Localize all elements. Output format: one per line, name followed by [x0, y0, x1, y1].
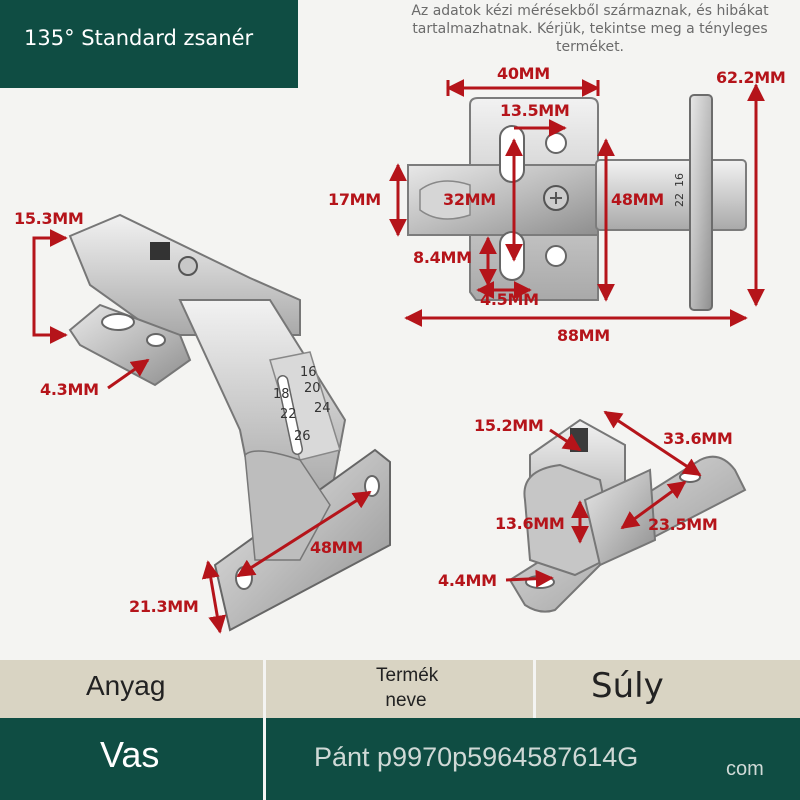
value-cell-product-name: Pánt p9970p5964587614G [266, 718, 800, 800]
value-product-name: Pánt p9970p5964587614G [314, 742, 639, 772]
dim-48mm-left: 48MM [310, 538, 363, 557]
value-weight: com [726, 758, 764, 780]
dim-23-5mm: 23.5MM [648, 515, 718, 534]
header-cell-product-name: Termék neve [266, 660, 533, 718]
dim-88mm: 88MM [557, 326, 610, 345]
dim-62-2mm: 62.2MM [716, 68, 786, 87]
dim-4-3mm: 4.3MM [40, 380, 99, 399]
table-divider-1 [263, 660, 266, 800]
header-cell-material: Anyag [0, 660, 263, 718]
dim-48mm-top: 48MM [611, 190, 664, 209]
header-weight: Súly [591, 666, 664, 706]
measurement-disclaimer: Az adatok kézi mérésekből származnak, és… [411, 3, 769, 55]
dim-15-2mm: 15.2MM [474, 416, 544, 435]
dim-32mm: 32MM [443, 190, 496, 209]
scale-side-a1: 16 [300, 365, 317, 380]
scale-top-1: 16 [673, 173, 686, 187]
scale-side-a3: 24 [314, 401, 331, 416]
dim-4-5mm: 4.5MM [480, 290, 539, 309]
dim-13-5mm: 13.5MM [500, 101, 570, 120]
scale-side-b1: 18 [273, 387, 290, 402]
scale-side-a2: 20 [304, 381, 321, 396]
dim-8-4mm: 8.4MM [413, 248, 472, 267]
header-product-name: Termék neve [376, 665, 439, 711]
dim-4-4mm: 4.4MM [438, 571, 497, 590]
spec-table: Anyag Termék neve Súly Vas Pánt p9970p59… [0, 660, 800, 800]
header-material: Anyag [86, 670, 166, 701]
side-view-scale: 16 20 24 18 22 26 [273, 365, 331, 444]
value-cell-material: Vas [0, 718, 263, 800]
hinge-perspective-view [68, 213, 391, 632]
dim-13-6mm: 13.6MM [495, 514, 565, 533]
title-banner: 135° Standard zsanér [0, 0, 298, 88]
hinge-illustrations: 16 22 16 20 24 18 22 26 [32, 79, 765, 634]
header-cell-weight: Súly [536, 660, 800, 718]
dim-17mm: 17MM [328, 190, 381, 209]
table-divider-2 [533, 660, 536, 718]
scale-top-2: 22 [673, 193, 686, 207]
dim-33-6mm: 33.6MM [663, 429, 733, 448]
top-view-scale: 16 22 [673, 173, 686, 207]
product-title: 135° Standard zsanér [24, 26, 254, 50]
scale-side-b2: 22 [280, 407, 297, 422]
dim-40mm: 40MM [497, 64, 550, 83]
scale-side-b3: 26 [294, 429, 311, 444]
dim-15-3mm: 15.3MM [14, 209, 84, 228]
dim-21-3mm: 21.3MM [129, 597, 199, 616]
value-material: Vas [100, 734, 160, 775]
